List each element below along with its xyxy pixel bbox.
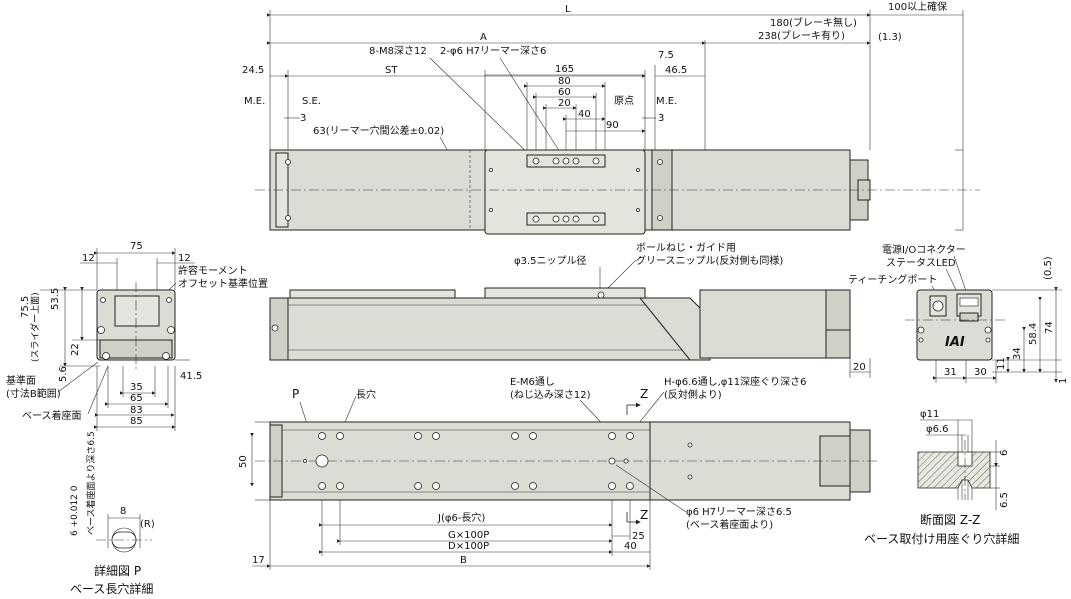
dim-31: 31 xyxy=(944,367,957,378)
dim-58-4: 58.4 xyxy=(1028,323,1039,345)
dim-85: 85 xyxy=(130,416,143,427)
dim-12-left: 12 xyxy=(82,253,95,264)
dim-8-detail: 8 xyxy=(120,506,126,517)
radius-label: (R) xyxy=(140,519,155,530)
dim-53-5: 53.5 xyxy=(50,288,61,310)
reamer-pitch-label: 63(リーマー穴間公差±0.02) xyxy=(313,124,444,137)
dim-L: L xyxy=(565,4,571,15)
iai-logo: IAI xyxy=(945,335,965,350)
dim-6-5-zz: 6.5 xyxy=(999,492,1010,508)
dim-80: 80 xyxy=(558,76,571,87)
reamer-bottom-label-2: (ベース着座面より) xyxy=(686,518,773,531)
detail-p-tolerance: 6 +0.012 0 xyxy=(70,485,80,536)
carriage-holes xyxy=(285,157,663,223)
me-left-label: M.E. xyxy=(244,96,265,107)
moment-label-1: 許容モーメント xyxy=(178,264,248,277)
dim-40-bottom: 40 xyxy=(624,541,637,552)
dim-75: 75 xyxy=(130,241,143,252)
dim-phi6-6: φ6.6 xyxy=(926,424,949,435)
reamer-label: 2-φ6 H7リーマー深さ6 xyxy=(440,45,546,57)
dim-90: 90 xyxy=(606,120,619,131)
grease-label-1: ボールねじ・ガイド用 xyxy=(636,242,736,254)
reamer-bottom-label-1: φ6 H7リーマー深さ6.5 xyxy=(686,506,792,518)
origin-label: 原点 xyxy=(614,95,634,107)
bottom-view: P 長穴 E-M6通し (ねじ込み深さ12) H-φ6.6通し,φ11深座ぐり深… xyxy=(238,375,880,570)
top-view: L 100以上確保 A 180(ブレーキ無し) 238(ブレーキ有り) (1.3… xyxy=(242,0,980,235)
section-Z-top: Z xyxy=(640,387,648,401)
dim-phi11: φ11 xyxy=(920,409,939,420)
me-right-label: M.E. xyxy=(656,96,677,107)
section-zz-subtitle: ベース取付け用座ぐり穴詳細 xyxy=(864,531,1019,546)
dim-83: 83 xyxy=(130,405,143,416)
section-Z-bottom: Z xyxy=(640,508,648,522)
dim-D: D×100P xyxy=(448,541,489,552)
dim-24-5: 24.5 xyxy=(242,65,264,76)
side-view: φ3.5ニップル径 ボールねじ・ガイド用 グリースニップル(反対側も同様) 20 xyxy=(269,242,871,378)
dim-11: 11 xyxy=(996,357,1007,370)
brake-none-label: 180(ブレーキ無し) xyxy=(770,16,857,29)
detail-p: 6 +0.012 0 ベース着座面より深さ6.5 8 (R) 詳細図 P ベース… xyxy=(70,431,155,596)
e-holes-label-2: (ねじ込み深さ12) xyxy=(510,389,591,401)
brake-with-label: 238(ブレーキ有り) xyxy=(758,29,845,42)
moment-label-2: オフセット基準位置 xyxy=(178,277,268,290)
dim-65: 65 xyxy=(130,393,143,404)
right-view: 電源I/Oコネクター ステータスLED ティーチングポート IAI (0.5) … xyxy=(848,243,1069,384)
dim-40: 40 xyxy=(578,109,591,120)
grease-label-2: グリースニップル(反対側も同様) xyxy=(636,254,783,267)
ref-face-label-2: (寸法B範囲) xyxy=(6,387,61,400)
dim-ST: ST xyxy=(385,65,398,76)
dim-17: 17 xyxy=(252,555,265,566)
dim-30: 30 xyxy=(974,367,987,378)
status-led-label: ステータスLED xyxy=(886,257,956,269)
teaching-port-label: ティーチングポート xyxy=(848,273,937,286)
ref-face-label-1: 基準面 xyxy=(6,374,36,387)
section-zz: φ11 φ6.6 6 6.5 断面図 Z-Z ベース取付け用座ぐり穴詳細 xyxy=(864,409,1019,546)
dim-60: 60 xyxy=(558,87,571,98)
detail-p-subtitle: ベース長穴詳細 xyxy=(70,581,153,596)
dim-25: 25 xyxy=(632,531,645,542)
detail-p-title: 詳細図 P xyxy=(94,563,141,578)
power-io-label: 電源I/Oコネクター xyxy=(882,243,966,256)
dim-20: 20 xyxy=(558,98,571,109)
dim-A: A xyxy=(480,32,487,43)
dim-5-6: 5.6 xyxy=(58,366,69,382)
dim-1: 1 xyxy=(1058,378,1069,384)
slider-top-label: (スライダー上面) xyxy=(29,292,41,362)
base-face-label: ベース着座面 xyxy=(22,409,82,422)
dim-B: B xyxy=(460,555,467,566)
section-zz-title: 断面図 Z-Z xyxy=(920,512,980,527)
base-mount-holes xyxy=(303,432,634,490)
detail-p-depth: ベース着座面より深さ6.5 xyxy=(85,431,97,535)
dim-6-zz: 6 xyxy=(999,450,1010,456)
dim-7-5: 7.5 xyxy=(658,50,674,61)
dim-20-side: 20 xyxy=(853,362,866,373)
dim-3-right: 3 xyxy=(658,113,664,124)
end-view: 75 12 12 許容モーメント オフセット基準位置 75.5 (スライダー上面… xyxy=(6,241,268,431)
slot-label: 長穴 xyxy=(356,388,376,401)
dim-75-5: 75.5 xyxy=(20,296,31,318)
tap-label: 8-M8深さ12 xyxy=(369,45,427,57)
dim-offset: (1.3) xyxy=(878,32,902,43)
nipple-label: φ3.5ニップル径 xyxy=(514,254,587,267)
detail-P-marker: P xyxy=(292,387,299,401)
dim-G: G×100P xyxy=(448,530,489,541)
dim-74: 74 xyxy=(1044,321,1055,334)
dim-50: 50 xyxy=(238,455,249,468)
dim-22: 22 xyxy=(70,343,81,356)
dim-12-right: 12 xyxy=(178,253,191,264)
dim-beyond: 100以上確保 xyxy=(888,0,947,13)
dim-165: 165 xyxy=(555,64,574,75)
se-label: S.E. xyxy=(302,96,321,107)
h-holes-label-2: (反対側より) xyxy=(664,388,722,401)
h-holes-label-1: H-φ6.6通し,φ11深座ぐり深さ6 xyxy=(664,375,807,388)
dim-3-left: 3 xyxy=(300,113,306,124)
dim-46-5: 46.5 xyxy=(665,65,687,76)
dim-41-5: 41.5 xyxy=(180,371,202,382)
dim-35: 35 xyxy=(130,382,143,393)
dim-34: 34 xyxy=(1012,347,1023,360)
dim-J: J(φ6-長穴) xyxy=(437,511,485,524)
dim-0-5: (0.5) xyxy=(1043,256,1054,280)
e-holes-label-1: E-M6通し xyxy=(510,376,555,388)
